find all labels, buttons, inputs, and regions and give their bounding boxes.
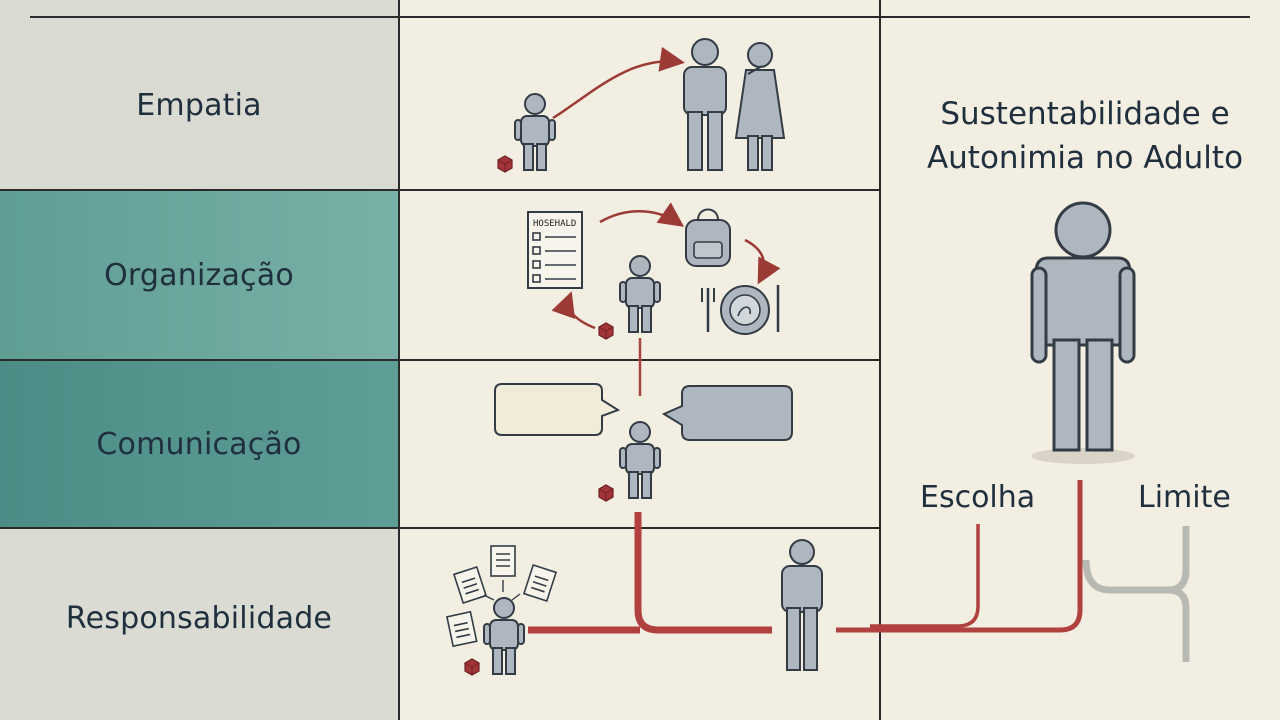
teen-figure-icon [781, 539, 823, 671]
clipboard-icon [522, 564, 558, 602]
development-path-vertical [634, 512, 772, 634]
grid-lines [0, 0, 1250, 720]
speech-bubble-left [494, 383, 621, 436]
result-title: Sustentabilidade e Autonimia no Adulto [900, 92, 1270, 180]
row-label-responsabilidade: Responsabilidade [65, 600, 333, 636]
choice-branch-line [870, 524, 980, 628]
band-comunicacao [0, 360, 398, 528]
growth-arrow [552, 46, 685, 120]
row-label-comunicacao: Comunicação [96, 426, 302, 462]
row-label-organizacao: Organização [104, 257, 294, 293]
limit-branch-upper [1167, 526, 1190, 594]
toy-block-icon [598, 322, 614, 340]
row-label-empatia: Empatia [136, 87, 262, 123]
adult-man-icon [683, 38, 727, 171]
cycle-arrow-left [551, 291, 596, 330]
branch-label-escolha: Escolha [920, 480, 1036, 515]
result-title-line1: Sustentabilidade e [940, 96, 1230, 132]
backpack-icon [685, 208, 731, 267]
clipboard-icon [445, 610, 478, 648]
adult-woman-icon [734, 42, 786, 171]
band-organizacao [0, 190, 398, 360]
clipboard-icon [452, 566, 488, 604]
branch-label-limite: Limite [1138, 480, 1231, 515]
organization-illustration: HOSEHALD [527, 202, 781, 340]
toy-block-icon [464, 658, 480, 676]
checklist-heading: HOSEHALD [533, 219, 576, 229]
adult-figure-icon [1030, 201, 1136, 464]
toy-block-icon [497, 155, 513, 173]
meal-icon [701, 285, 780, 335]
band-empatia [0, 0, 398, 190]
development-path-right [836, 480, 1083, 633]
band-responsabilidade [0, 528, 398, 720]
speech-bubble-right [661, 385, 793, 441]
toy-block-icon [598, 484, 614, 502]
document-icon [490, 545, 516, 577]
cycle-arrow-top [599, 202, 685, 227]
communication-illustration [494, 383, 793, 502]
empathy-illustration [497, 38, 786, 173]
cycle-arrow-right [744, 238, 781, 285]
result-title-line2: Autonimia no Adulto [926, 140, 1244, 176]
responsibility-illustration [445, 539, 823, 676]
checklist-icon: HOSEHALD [527, 211, 583, 289]
